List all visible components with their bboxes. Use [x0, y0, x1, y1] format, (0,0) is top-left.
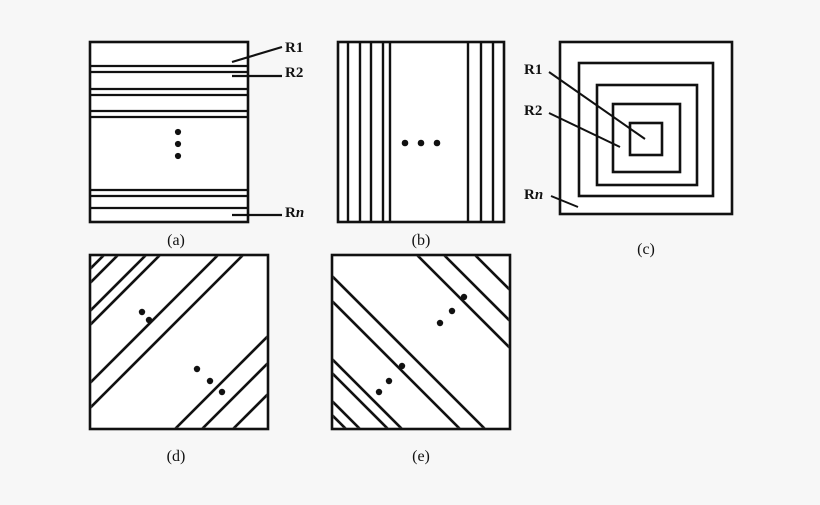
panel-e-diagonal [333, 275, 486, 428]
panel-c-ring [577, 61, 715, 198]
region-label-base: R1 [285, 40, 304, 56]
panel-e-frame-fill [332, 255, 510, 429]
panel-a-ellipsis [174, 128, 182, 160]
panel-b-ellipsis-dot [417, 139, 425, 147]
panel-c-ring [611, 102, 682, 174]
panel-c-leader-line [548, 71, 646, 140]
panel-d-frame-fill [90, 255, 268, 429]
panel-d-diagonal-lines [91, 256, 267, 428]
region-label-base: R1 [524, 62, 543, 78]
panel-b-ellipsis-dot [401, 139, 409, 147]
panel-d-diagonal [232, 393, 267, 428]
panel-d-ellipsis-dot [218, 388, 226, 396]
panel-e-ellipsis-dot [436, 319, 444, 327]
region-label-base: R [524, 187, 535, 203]
panel-a-leader-line [231, 45, 283, 64]
panel-d-ellipsis-dot [138, 308, 146, 316]
panel-e-frame [330, 253, 512, 431]
panel-a-ellipsis-dot [174, 140, 182, 148]
panel-d-diagonal [174, 335, 267, 428]
panel-d-diagonal [91, 256, 219, 384]
panel-e-diagonal [333, 300, 461, 428]
panel-c [548, 40, 734, 216]
panel-a-ellipsis-dot [174, 152, 182, 160]
panel-d-diagonal [91, 256, 244, 409]
panel-a-ellipsis-dot [174, 128, 182, 136]
panel-a-region-label-r2: R2 [285, 65, 304, 81]
panel-b-frame [336, 40, 506, 224]
panel-b-stripe-lines [346, 42, 495, 222]
panel-c-rings [558, 40, 734, 216]
region-label-base: R [285, 205, 296, 221]
region-label-base: R2 [524, 103, 543, 119]
panel-c-leader-line [550, 195, 579, 208]
panel-d-ellipsis-dot [206, 377, 214, 385]
panel-caption-d: (d) [166, 448, 186, 465]
region-label-index: n [534, 187, 544, 203]
panel-e-ellipsis-dot [398, 362, 406, 370]
panel-a-region-label-rn: Rn [285, 205, 305, 221]
panel-caption-c: (c) [637, 241, 655, 258]
panel-a-leader-lines [231, 45, 283, 217]
panel-e-ellipsis-dot [460, 293, 468, 301]
panel-c-ring [628, 121, 664, 157]
panel-d-diagonal [91, 256, 147, 312]
panel-d [88, 253, 270, 431]
panel-e-ellipsis-dot [448, 307, 456, 315]
panel-e-ellipsis-dot [375, 388, 383, 396]
panel-b-ellipsis [401, 139, 441, 147]
panel-caption-b: (b) [411, 232, 431, 249]
panel-e [330, 253, 512, 431]
panel-e-ellipsis-dot [385, 377, 393, 385]
panel-e-diagonal-lines [333, 256, 509, 428]
panel-c-ring [558, 40, 734, 216]
panel-d-ellipsis [138, 308, 226, 396]
panel-e-ellipsis [375, 293, 468, 396]
region-label-base: R2 [285, 65, 304, 81]
panel-d-frame [88, 253, 270, 431]
panel-a-stripe-lines [90, 64, 248, 210]
panel-d-diagonal [201, 362, 267, 428]
panel-a [88, 40, 283, 224]
panel-caption-e: (e) [412, 448, 430, 465]
panel-b [336, 40, 506, 224]
panel-caption-a: (a) [167, 232, 185, 249]
panel-b-ellipsis-dot [433, 139, 441, 147]
panel-c-leader-lines [548, 71, 646, 208]
panel-d-diagonal [91, 256, 161, 326]
panel-a-region-label-r1: R1 [285, 40, 304, 56]
panel-c-leader-line [548, 112, 621, 148]
panel-e-diagonal [474, 256, 509, 291]
panel-e-diagonal [333, 372, 389, 428]
panel-e-diagonal [333, 358, 403, 428]
panel-c-region-label-r1: R1 [524, 62, 543, 78]
panel-d-ellipsis-dot [145, 316, 153, 324]
panel-e-diagonal [443, 256, 509, 322]
panel-d-ellipsis-dot [193, 365, 201, 373]
region-label-index: n [295, 205, 305, 221]
panel-c-region-label-rn: Rn [524, 187, 544, 203]
panel-e-diagonal [416, 256, 509, 349]
panel-c-region-label-r2: R2 [524, 103, 543, 119]
